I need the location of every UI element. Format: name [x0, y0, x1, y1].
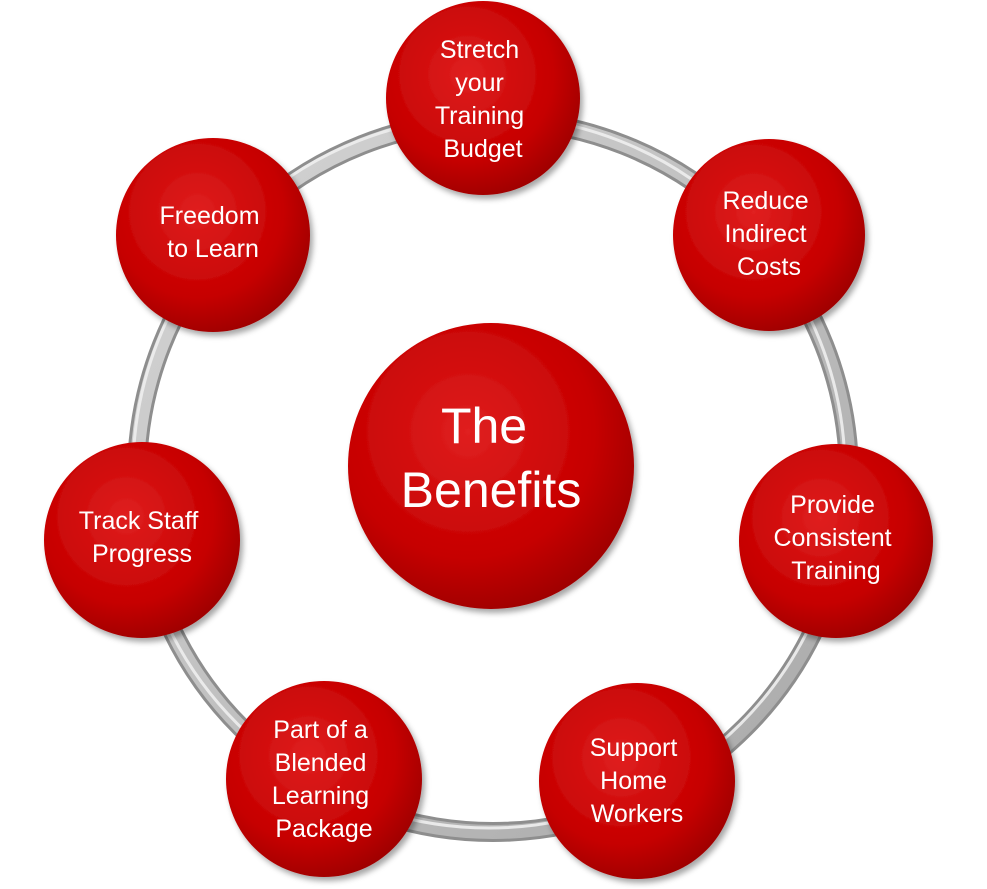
node-label-line: your	[455, 69, 504, 97]
node-circle	[673, 139, 865, 331]
node-label-line: Package	[275, 815, 372, 843]
node-label: Reduce Indirect Costs	[722, 187, 815, 281]
node-circle	[226, 681, 422, 877]
node-circle	[386, 1, 580, 195]
node-label-line: Workers	[591, 800, 684, 828]
node-track-progress: Track Staff Progress	[44, 442, 240, 638]
node-consistent-training: Provide Consistent Training	[739, 444, 933, 638]
center-label-line-1: The	[441, 398, 527, 454]
node-home-workers: Support Home Workers	[539, 683, 735, 879]
node-label-line: Reduce	[722, 187, 808, 215]
node-label-line: Training	[435, 102, 524, 130]
node-label-line: Stretch	[440, 36, 519, 64]
node-freedom-to-learn: Freedom to Learn	[116, 138, 310, 332]
node-label: Provide Consistent Training	[773, 491, 898, 585]
node-label-line: to Learn	[167, 235, 259, 263]
node-label-line: Home	[600, 767, 667, 795]
node-label: Part of a Blended Learning Package	[272, 716, 376, 843]
node-label-line: Costs	[737, 253, 801, 281]
node-circle	[539, 683, 735, 879]
node-label-line: Provide	[790, 491, 875, 519]
node-circle	[116, 138, 310, 332]
node-reduce-costs: Reduce Indirect Costs	[673, 139, 865, 331]
node-label: Support Home Workers	[590, 734, 685, 828]
node-label-line: Learning	[272, 782, 369, 810]
node-label-line: Indirect	[725, 220, 807, 248]
node-label-line: Part of a	[273, 716, 368, 744]
node-label: Freedom to Learn	[160, 202, 267, 263]
node-label-line: Progress	[92, 540, 192, 568]
node-stretch-budget: Stretch your Training Budget	[386, 1, 580, 195]
node-label-line: Support	[590, 734, 678, 762]
node-label: Track Staff Progress	[79, 507, 205, 568]
node-label-line: Budget	[443, 135, 522, 163]
center-node: The Benefits	[348, 323, 634, 609]
center-circle	[348, 323, 634, 609]
node-label-line: Freedom	[160, 202, 260, 230]
node-label: Stretch your Training Budget	[435, 36, 531, 163]
node-blended-learning: Part of a Blended Learning Package	[226, 681, 422, 877]
center-label: The Benefits	[401, 398, 582, 518]
center-label-line-2: Benefits	[401, 462, 582, 518]
node-label-line: Training	[791, 557, 880, 585]
node-circle	[44, 442, 240, 638]
node-label-line: Blended	[275, 749, 367, 777]
node-circle	[739, 444, 933, 638]
node-label-line: Consistent	[773, 524, 891, 552]
node-label-line: Track Staff	[79, 507, 199, 535]
